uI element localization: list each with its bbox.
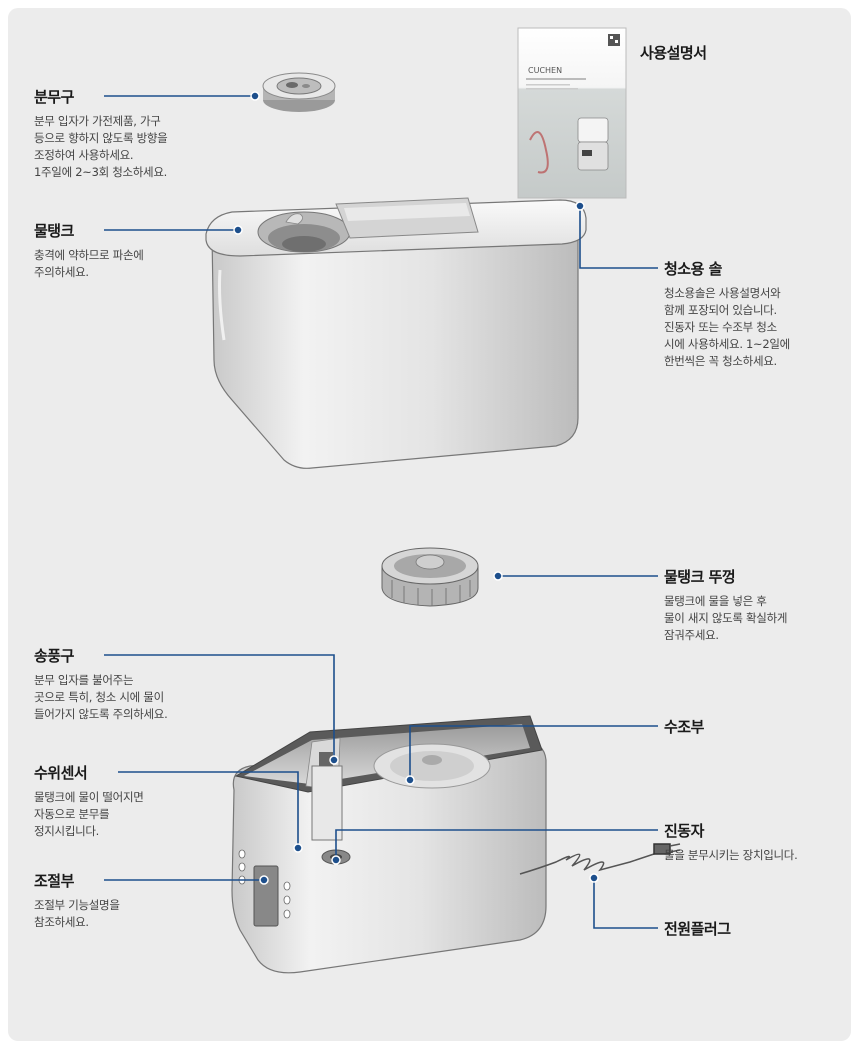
tank-cap-illustration — [381, 547, 479, 607]
label-cleaning-brush: 청소용 솔 청소용솔은 사용설명서와 함께 포장되어 있습니다. 진동자 또는 … — [664, 258, 839, 370]
vent-title: 송풍구 — [34, 647, 74, 665]
vent-desc: 분무 입자를 불어주는 곳으로 특히, 청소 시에 물이 들어가지 않도록 주의… — [34, 673, 168, 721]
nozzle-title: 분무구 — [34, 88, 74, 106]
power-plug-title: 전원플러그 — [664, 920, 731, 938]
tank-cap-title: 물탱크 뚜껑 — [664, 568, 736, 586]
label-reservoir: 수조부 — [664, 716, 824, 743]
water-tank-desc: 충격에 약하므로 파손에 주의하세요. — [34, 248, 144, 279]
manual-title: 사용설명서 — [640, 44, 707, 62]
vibrator-title: 진동자 — [664, 822, 704, 840]
callout-lines — [104, 95, 658, 929]
callout-dots — [233, 91, 599, 885]
label-vent: 송풍구 분무 입자를 불어주는 곳으로 특히, 청소 시에 물이 들어가지 않도… — [34, 645, 264, 723]
label-nozzle: 분무구 분무 입자가 가전제품, 가구 등으로 향하지 않도록 방향을 조정하여… — [34, 86, 264, 181]
base-unit-illustration — [231, 715, 547, 974]
vibrator-desc: 물을 분무시키는 장치입니다. — [664, 848, 798, 862]
cleaning-brush-title: 청소용 솔 — [664, 260, 722, 278]
water-tank-title: 물탱크 — [34, 222, 74, 240]
manual-illustration: CUCHEN — [517, 27, 627, 199]
cleaning-brush-desc: 청소용솔은 사용설명서와 함께 포장되어 있습니다. 진동자 또는 수조부 청소… — [664, 286, 790, 368]
nozzle-desc: 분무 입자가 가전제품, 가구 등으로 향하지 않도록 방향을 조정하여 사용하… — [34, 114, 168, 179]
label-water-sensor: 수위센서 물탱크에 물이 떨어지면 자동으로 분무를 정지시킵니다. — [34, 762, 234, 840]
water-sensor-desc: 물탱크에 물이 떨어지면 자동으로 분무를 정지시킵니다. — [34, 790, 144, 838]
reservoir-title: 수조부 — [664, 718, 704, 736]
water-tank-illustration — [205, 197, 587, 469]
label-power-plug: 전원플러그 — [664, 918, 824, 945]
nozzle-illustration — [262, 72, 336, 112]
label-vibrator: 진동자 물을 분무시키는 장치입니다. — [664, 820, 844, 864]
manual-brand: CUCHEN — [528, 66, 562, 75]
control-title: 조절부 — [34, 872, 74, 890]
label-manual: 사용설명서 — [640, 42, 820, 69]
label-water-tank: 물탱크 충격에 약하므로 파손에 주의하세요. — [34, 220, 234, 281]
label-control: 조절부 조절부 기능설명을 참조하세요. — [34, 870, 234, 931]
power-plug-illustration — [519, 843, 681, 875]
control-desc: 조절부 기능설명을 참조하세요. — [34, 898, 120, 929]
water-sensor-title: 수위센서 — [34, 764, 88, 782]
label-tank-cap: 물탱크 뚜껑 물탱크에 물을 넣은 후 물이 새지 않도록 확실하게 잠궈주세요… — [664, 566, 839, 644]
tank-cap-desc: 물탱크에 물을 넣은 후 물이 새지 않도록 확실하게 잠궈주세요. — [664, 594, 788, 642]
